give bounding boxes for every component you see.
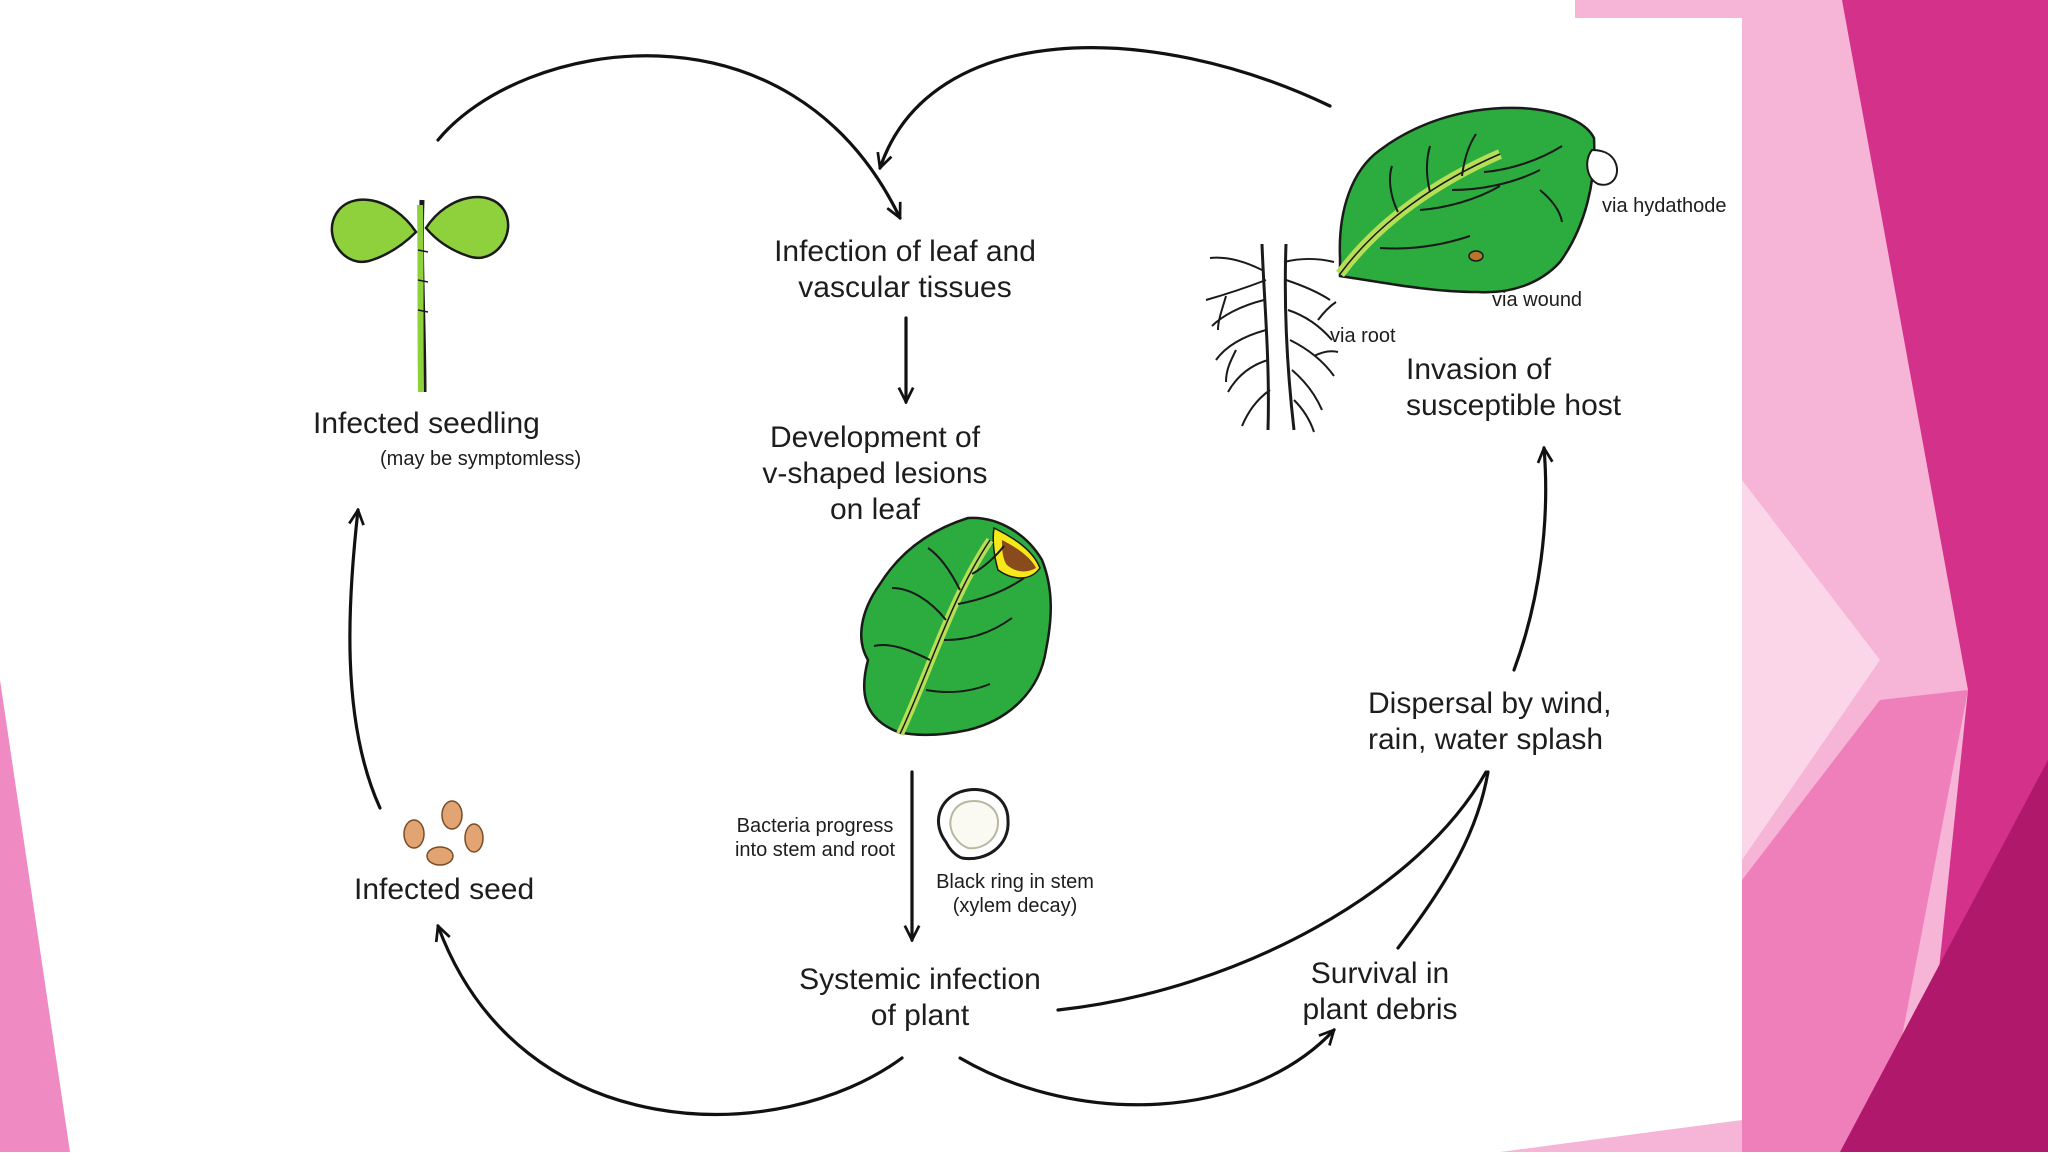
arrow-systemic-to-dispersal bbox=[1056, 770, 1488, 1012]
seedling-leaf-left bbox=[330, 198, 418, 264]
label-line: plant debris bbox=[1302, 993, 1458, 1026]
label-line: rain, water splash bbox=[1368, 723, 1604, 756]
host-leaf-illustration bbox=[1335, 106, 1618, 294]
label-dispersal: Dispersal by wind, rain, water splash bbox=[1368, 686, 1611, 758]
label-line: Infection of leaf and bbox=[774, 235, 1036, 268]
seedling-leaf-right bbox=[424, 195, 510, 260]
bg-shape-right-4 bbox=[1840, 760, 2048, 1152]
lesion-leaf-illustration bbox=[860, 516, 1052, 737]
label-via-hydathode: via hydathode bbox=[1602, 195, 1727, 217]
label-invasion: Invasion of susceptible host bbox=[1406, 352, 1621, 424]
label-may-be-symptomless: (may be symptomless) bbox=[380, 448, 582, 470]
label-line: Systemic infection bbox=[799, 963, 1041, 996]
wound-mark bbox=[1468, 250, 1484, 262]
arrow-seedling-to-leaf-infection bbox=[436, 54, 902, 218]
label-line: Black ring in stem bbox=[936, 871, 1094, 893]
label-line: susceptible host bbox=[1406, 389, 1622, 422]
label-bacteria-progress: Bacteria progress into stem and root bbox=[720, 814, 910, 862]
label-line: on leaf bbox=[829, 493, 921, 526]
label-line: vascular tissues bbox=[798, 271, 1012, 304]
label-survival: Survival in plant debris bbox=[1280, 956, 1480, 1028]
label-via-root: via root bbox=[1330, 325, 1396, 347]
label-development: Development of v-shaped lesions on leaf bbox=[730, 420, 1020, 528]
label-line: Bacteria progress bbox=[736, 815, 894, 837]
bg-shape-right-3 bbox=[1742, 690, 1968, 1152]
arrow-debris-to-dispersal bbox=[1396, 770, 1490, 950]
label-line: (xylem decay) bbox=[952, 895, 1078, 917]
seeds-illustration bbox=[403, 800, 484, 866]
label-infected-seedling: Infected seedling bbox=[313, 407, 540, 440]
label-black-ring: Black ring in stem (xylem decay) bbox=[925, 870, 1105, 918]
label-line: v-shaped lesions bbox=[762, 457, 988, 490]
hydathode-droplet bbox=[1586, 148, 1618, 186]
arrow-dispersal-to-invasion bbox=[1512, 448, 1546, 672]
stem-cross-section-illustration bbox=[937, 788, 1010, 861]
cycle-arrows bbox=[350, 46, 1546, 1116]
label-line: Survival in bbox=[1310, 957, 1450, 990]
arrow-seed-to-seedling bbox=[350, 510, 382, 810]
label-line: Development of bbox=[769, 421, 981, 454]
label-systemic-infection: Systemic infection of plant bbox=[775, 962, 1065, 1034]
bg-shape-bottom bbox=[1500, 1120, 1742, 1152]
label-line: Invasion of bbox=[1406, 353, 1552, 386]
label-infection-of-leaf: Infection of leaf and vascular tissues bbox=[760, 234, 1050, 306]
label-line: into stem and root bbox=[734, 839, 896, 861]
label-infected-seed: Infected seed bbox=[354, 873, 535, 906]
roots-illustration bbox=[1205, 243, 1339, 433]
bg-shape-right-1 bbox=[1742, 480, 1880, 860]
label-via-wound: via wound bbox=[1492, 289, 1583, 311]
bg-shape-left bbox=[0, 680, 70, 1152]
label-line: of plant bbox=[870, 999, 970, 1032]
seedling-illustration bbox=[330, 195, 510, 393]
arrow-systemic-to-seed bbox=[438, 926, 904, 1116]
arrow-host-to-leaf-infection bbox=[880, 46, 1332, 168]
arrow-systemic-to-debris bbox=[958, 1030, 1334, 1107]
label-line: Dispersal by wind, bbox=[1368, 687, 1612, 720]
